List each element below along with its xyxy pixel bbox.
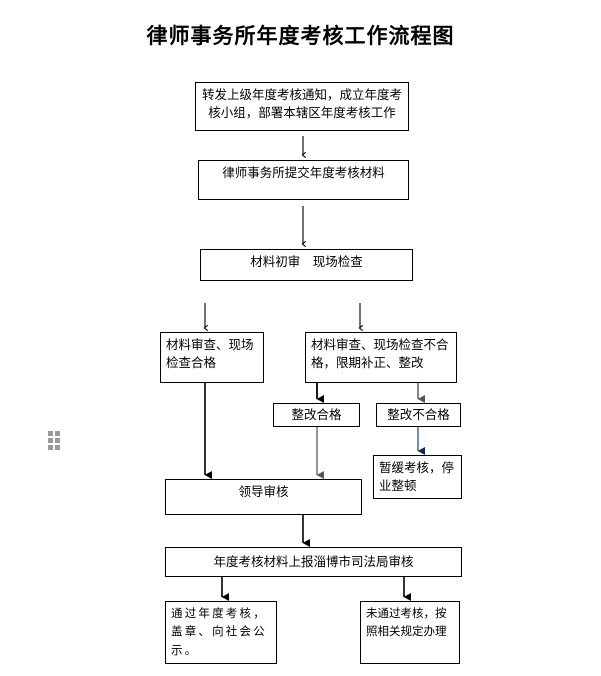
drag-handle-icon[interactable] <box>48 431 61 450</box>
node-suspend-label: 暂缓考核，停业整顿 <box>379 461 455 494</box>
node-leader-review-label: 领导审核 <box>238 485 289 499</box>
handle-dot <box>48 431 53 436</box>
node-submit[interactable]: 律师事务所提交年度考核材料 <box>198 160 409 200</box>
node-pass-check-label: 材料审查、现场检查合格 <box>166 338 254 371</box>
node-rectification-fail-label: 整改不合格 <box>387 407 450 422</box>
node-final-pass-label: 通过年度考核，盖章、向社会公示。 <box>171 608 267 657</box>
handle-dot <box>55 431 60 436</box>
handle-dot <box>55 445 60 450</box>
node-fail-check[interactable]: 材料审查、现场检查不合格，限期补正、整改 <box>305 332 457 383</box>
node-report-to-bureau-label: 年度考核材料上报淄博市司法局审核 <box>213 554 414 569</box>
node-fail-check-label: 材料审查、现场检查不合格，限期补正、整改 <box>311 338 449 371</box>
node-review-label: 材料初审 现场检查 <box>250 255 363 269</box>
node-final-fail[interactable]: 未通过考核，按照相关规定办理 <box>360 601 460 664</box>
node-rectification-pass-label: 整改合格 <box>291 407 342 422</box>
node-report-to-bureau[interactable]: 年度考核材料上报淄博市司法局审核 <box>165 547 462 577</box>
node-rectification-pass[interactable]: 整改合格 <box>273 403 360 427</box>
node-suspend[interactable]: 暂缓考核，停业整顿 <box>373 455 462 499</box>
node-rectification-fail[interactable]: 整改不合格 <box>376 403 461 427</box>
node-leader-review[interactable]: 领导审核 <box>165 479 362 515</box>
node-submit-label: 律师事务所提交年度考核材料 <box>222 166 385 180</box>
node-final-pass[interactable]: 通过年度考核，盖章、向社会公示。 <box>165 601 277 664</box>
node-review[interactable]: 材料初审 现场检查 <box>200 249 413 281</box>
node-notice[interactable]: 转发上级年度考核通知，成立年度考核小组，部署本辖区年度考核工作 <box>195 82 409 131</box>
handle-dot <box>48 445 53 450</box>
handle-dot <box>48 438 53 443</box>
handle-dot <box>55 438 60 443</box>
page-title: 律师事务所年度考核工作流程图 <box>146 24 455 48</box>
node-final-fail-label: 未通过考核，按照相关规定办理 <box>366 608 447 639</box>
node-pass-check[interactable]: 材料审查、现场检查合格 <box>160 332 264 383</box>
node-notice-label: 转发上级年度考核通知，成立年度考核小组，部署本辖区年度考核工作 <box>201 88 402 121</box>
